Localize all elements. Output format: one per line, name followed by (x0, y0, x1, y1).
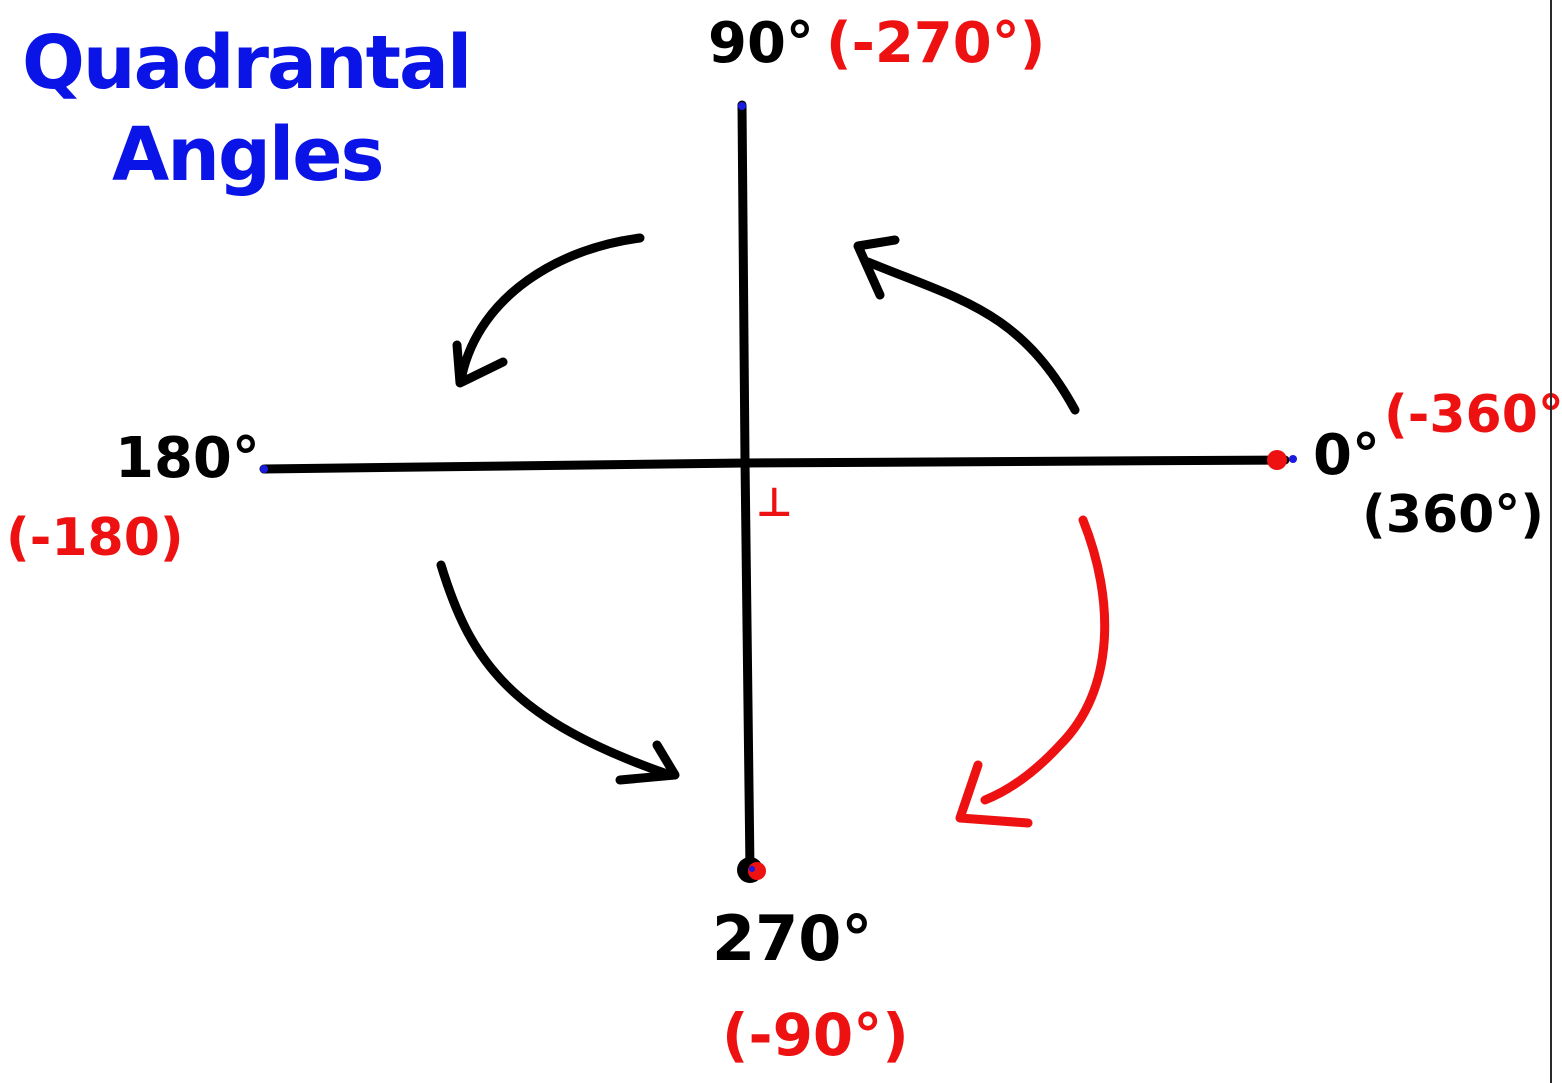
label-360: (360°) (1362, 485, 1544, 545)
arrow-quadrant-2 (452, 233, 645, 388)
label-neg-270: (-270°) (826, 11, 1045, 76)
x-axis-right-end-dot (1267, 450, 1287, 470)
y-axis-top-end (738, 102, 746, 110)
label-0: 0° (1313, 423, 1380, 488)
label-270: 270° (712, 902, 872, 975)
label-neg-90: (-90°) (722, 1001, 909, 1069)
page-edge-divider (1550, 0, 1552, 1083)
x-axis-right-end (1289, 455, 1297, 463)
y-axis-bottom-end-blue (749, 866, 755, 872)
label-neg-360: (-360°) (1384, 385, 1562, 445)
arrow-quadrant-1 (853, 235, 1080, 415)
label-90: 90° (708, 11, 814, 76)
label-180: 180° (115, 426, 260, 491)
x-axis (259, 455, 1290, 474)
y-axis (737, 100, 755, 875)
right-angle-mark: ⊥ (756, 480, 793, 526)
title-line-2: Angles (112, 112, 383, 198)
title-line-1: Quadrantal (22, 20, 470, 106)
label-neg-180: (-180) (6, 508, 184, 568)
x-axis-left-end (260, 465, 268, 473)
arrow-clockwise-negative (955, 515, 1110, 828)
arrow-quadrant-3 (436, 560, 680, 785)
